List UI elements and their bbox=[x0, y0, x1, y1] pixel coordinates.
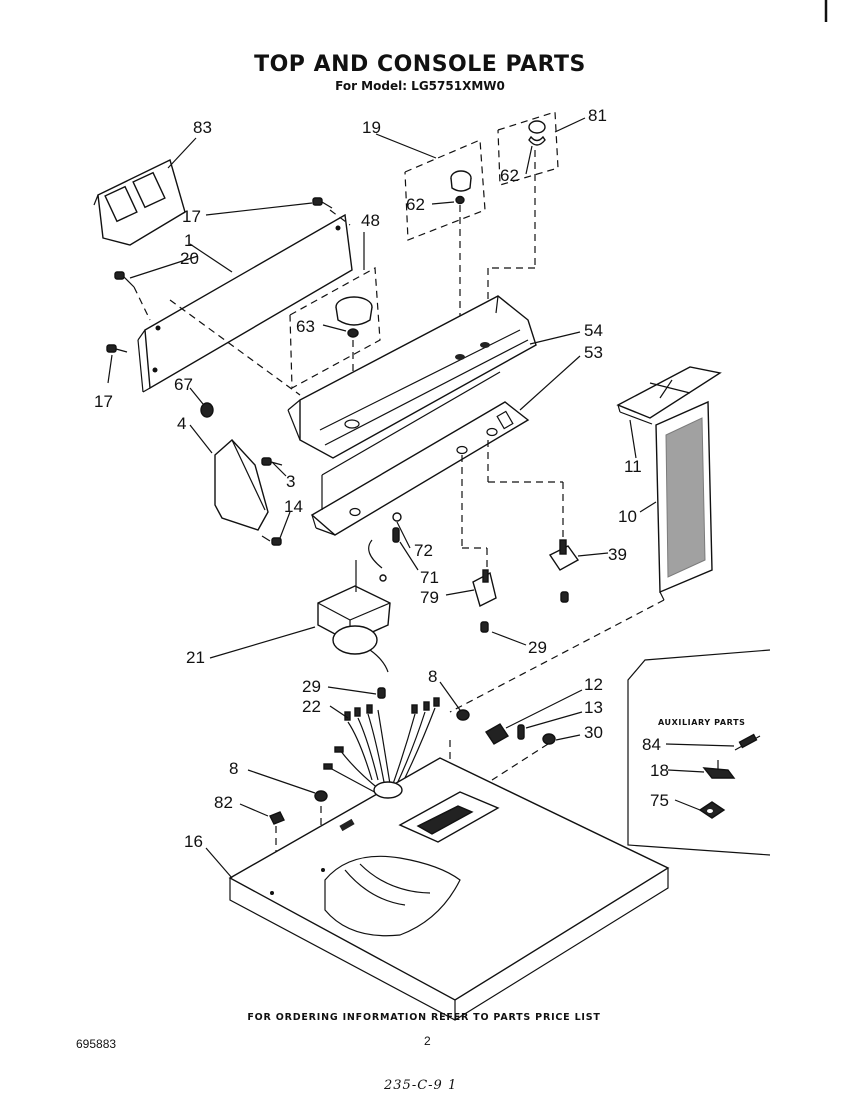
screw-29-a bbox=[480, 591, 569, 633]
callout-53: 53 bbox=[584, 343, 603, 362]
callout-62-a: 62 bbox=[406, 195, 425, 214]
part-53-console-base bbox=[310, 371, 530, 536]
screw-14 bbox=[261, 535, 282, 546]
part-11-filter-cover bbox=[616, 366, 722, 425]
part-12-13-30-hardware bbox=[269, 709, 556, 825]
callout-54: 54 bbox=[584, 321, 603, 340]
page-number: 2 bbox=[424, 1034, 431, 1048]
screw-3 bbox=[261, 457, 283, 466]
callout-18: 18 bbox=[650, 761, 669, 780]
callout-62-b: 62 bbox=[500, 166, 519, 185]
screw-17-top bbox=[312, 197, 333, 209]
part-10-lint-screen bbox=[655, 400, 713, 601]
callout-67: 67 bbox=[174, 375, 193, 394]
callout-13: 13 bbox=[584, 698, 603, 717]
part-18-aux bbox=[702, 760, 736, 779]
callout-16: 16 bbox=[184, 832, 203, 851]
callout-3: 3 bbox=[286, 472, 295, 491]
callout-22: 22 bbox=[302, 697, 321, 716]
document-number: 695883 bbox=[76, 1037, 117, 1051]
callout-48: 48 bbox=[361, 211, 380, 230]
part-19-knob-group bbox=[404, 139, 486, 352]
callout-17-left: 17 bbox=[94, 392, 113, 411]
callout-75: 75 bbox=[650, 791, 669, 810]
part-75-aux bbox=[698, 801, 726, 819]
part-48-knob-group bbox=[289, 267, 381, 420]
callout-81: 81 bbox=[588, 106, 607, 125]
callout-20: 20 bbox=[180, 249, 199, 268]
part-83-bracket bbox=[93, 159, 186, 246]
callout-72: 72 bbox=[414, 541, 433, 560]
part-81-knob-group bbox=[487, 111, 559, 345]
callout-71: 71 bbox=[420, 568, 439, 587]
callout-84: 84 bbox=[642, 735, 661, 754]
part-4-end-cap bbox=[200, 402, 269, 531]
handwritten-note: 235-C-9 1 bbox=[384, 1078, 458, 1093]
page-title: TOP AND CONSOLE PARTS bbox=[254, 52, 586, 77]
callout-29-a: 29 bbox=[528, 638, 547, 657]
ordering-note: FOR ORDERING INFORMATION REFER TO PARTS … bbox=[247, 1012, 601, 1023]
callout-11: 11 bbox=[624, 457, 642, 476]
callout-21: 21 bbox=[186, 648, 205, 667]
callout-19: 19 bbox=[362, 118, 381, 137]
part-16-cabinet-top bbox=[228, 757, 670, 1021]
part-54-console-top bbox=[287, 295, 537, 459]
callout-82: 82 bbox=[214, 793, 233, 812]
callout-79: 79 bbox=[420, 588, 439, 607]
part-84-aux bbox=[734, 733, 761, 751]
callout-1: 1 bbox=[184, 231, 193, 250]
callout-4: 4 bbox=[177, 414, 186, 433]
screw-17-left bbox=[106, 344, 128, 353]
part-72-71-clip bbox=[368, 512, 402, 582]
part-39-switch bbox=[487, 440, 580, 571]
callout-12: 12 bbox=[584, 675, 603, 694]
callout-17-top: 17 bbox=[182, 207, 201, 226]
leader-lines bbox=[107, 117, 735, 879]
callout-63: 63 bbox=[296, 317, 315, 336]
callout-83: 83 bbox=[193, 118, 212, 137]
callout-29-b: 29 bbox=[302, 677, 321, 696]
part-1-console-panel bbox=[137, 213, 353, 393]
auxiliary-title: AUXILIARY PARTS bbox=[658, 718, 746, 727]
model-subtitle: For Model: LG5751XMW0 bbox=[335, 79, 505, 93]
callout-39: 39 bbox=[608, 545, 627, 564]
callout-labels: 83 19 81 62 62 17 48 1 20 63 54 53 17 67… bbox=[94, 106, 669, 851]
part-79-switch bbox=[461, 455, 497, 608]
auxiliary-parts-box: AUXILIARY PARTS bbox=[627, 649, 771, 856]
callout-8-b: 8 bbox=[229, 759, 238, 778]
callout-8-a: 8 bbox=[428, 667, 437, 686]
screw-20 bbox=[114, 271, 135, 288]
part-21-timer bbox=[317, 560, 391, 673]
callout-10: 10 bbox=[618, 507, 637, 526]
callout-30: 30 bbox=[584, 723, 603, 742]
callout-14: 14 bbox=[284, 497, 303, 516]
